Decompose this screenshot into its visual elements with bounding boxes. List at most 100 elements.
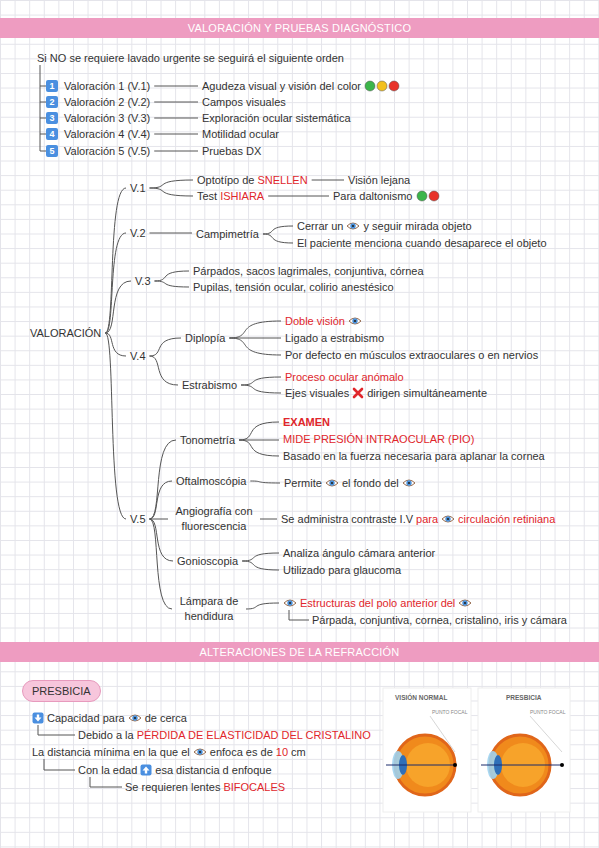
eye-illustration-normal — [383, 688, 471, 812]
eye-icon — [325, 478, 339, 488]
text-row: Proceso ocular anómalo — [285, 371, 404, 383]
note-text: y seguir mirada objeto — [363, 220, 471, 232]
branch-line — [90, 777, 122, 787]
branch-line — [105, 281, 131, 333]
note-text: Basado en la fuerza necesaria para aplan… — [283, 450, 545, 462]
text-row: Tonometría — [180, 434, 235, 446]
text-row: PUNTO FOCAL — [530, 709, 565, 715]
text-row: Capacidad parade cerca — [32, 712, 187, 724]
note-text: el fondo del — [342, 477, 399, 489]
note-text: para — [416, 513, 438, 525]
branch-line — [150, 356, 178, 385]
note-text: Con la edad — [78, 764, 137, 776]
text-row: Utilizado para glaucoma — [283, 564, 401, 576]
eye-icon — [441, 514, 455, 524]
note-text: V.4 — [130, 350, 146, 362]
node-text: VALORACIÓN Y PRUEBAS DIAGNÓSTICO — [188, 22, 411, 34]
note-text: enfoca es de — [210, 746, 273, 758]
eye-icon — [283, 598, 297, 608]
node-text: 1 — [49, 81, 54, 91]
branch-line — [263, 234, 293, 243]
text-row: Si NO se requiere lavado urgente se segu… — [37, 52, 344, 64]
branch-line — [241, 385, 281, 393]
text-row: Se requieren lentesBIFOCALES — [125, 781, 285, 793]
text-row: Valoración 3 (V.3) — [64, 112, 150, 124]
note-text: MIDE PRESIÓN INTRAOCULAR (PIO) — [283, 433, 474, 445]
text-row: Estrabismo — [182, 379, 237, 391]
text-row: Agudeza visual y visión del color — [202, 80, 400, 92]
note-text: Párpados, sacos lagrimales, conjuntiva, … — [193, 265, 424, 277]
note-text: Valoración 3 (V.3) — [64, 112, 150, 124]
text-row: Ligado a estrabismo — [285, 332, 384, 344]
note-text: Tonometría — [180, 434, 235, 446]
note-text: Exploración ocular sistemática — [202, 112, 351, 124]
text-row: MIDE PRESIÓN INTRAOCULAR (PIO) — [283, 433, 474, 445]
text-row: Pruebas DX — [202, 145, 261, 157]
text-row: Basado en la fuerza necesaria para aplan… — [283, 450, 545, 462]
branch-line — [154, 102, 198, 103]
note-text: 10 — [276, 746, 288, 758]
cross-icon — [352, 387, 364, 399]
text-row: EXAMEN — [283, 416, 330, 428]
branch-line — [105, 188, 126, 333]
note-text: BIFOCALES — [223, 781, 285, 793]
branch-line — [154, 134, 198, 135]
branch-line — [150, 188, 193, 196]
note-text: Pruebas DX — [202, 145, 261, 157]
note-text: Campos visuales — [202, 96, 286, 108]
note-text: V.3 — [135, 275, 151, 287]
number-icon: 2 — [46, 96, 58, 108]
note-text: Angiografía con fluorescencia — [172, 504, 256, 534]
up-arrow-icon — [140, 764, 152, 776]
note-text: Capacidad para — [47, 712, 125, 724]
note-text: PÉRDIDA DE ELASTICIDAD DEL CRISTALINO — [137, 729, 371, 741]
note-text: V.5 — [130, 513, 146, 525]
note-text: Se requieren lentes — [125, 781, 220, 793]
text-row: Párpados, sacos lagrimales, conjuntiva, … — [193, 265, 424, 277]
note-text: Ejes visuales — [285, 387, 349, 399]
note-text: SNELLEN — [258, 174, 308, 186]
note-text: Gonioscopia — [177, 555, 238, 567]
branch-line — [44, 759, 75, 770]
text-row: Con la edadesa distancia d enfoque — [78, 764, 272, 776]
note-text: Debido a la — [78, 729, 134, 741]
note-text: Visión lejana — [348, 174, 410, 186]
eye-icon — [346, 221, 360, 231]
text-row: Angiografía con fluorescencia — [172, 504, 256, 534]
text-row: Analiza ángulo cámara anterior — [283, 547, 435, 559]
branch-line — [105, 333, 126, 519]
text-row: Diplopía — [185, 332, 225, 344]
branch-line — [155, 281, 189, 287]
text-row: Exploración ocular sistemática — [202, 112, 351, 124]
note-text: Test — [197, 190, 217, 202]
note-text: Motilidad ocular — [202, 128, 279, 140]
branch-line — [289, 610, 309, 620]
note-text: Cerrar un — [297, 220, 343, 232]
text-row: El paciente menciona cuando desaparece e… — [297, 237, 547, 249]
text-row: Párpada, conjuntiva, cornea, cristalino,… — [312, 614, 567, 626]
note-text: Campimetría — [196, 228, 259, 240]
text-row: PUNTO FOCAL — [432, 709, 467, 715]
text-row: Ejes visualesdirigen simultáneamente — [285, 387, 487, 399]
image-caption: PRESBICIA — [506, 694, 541, 701]
note-text: Por defecto en músculos extraoculares o … — [285, 349, 538, 361]
branch-line — [150, 519, 168, 520]
note-text: Valoración 5 (V.5) — [64, 145, 150, 157]
branch-line — [150, 180, 193, 188]
note-text: Analiza ángulo cámara anterior — [283, 547, 435, 559]
note-text: Optotípo de — [197, 174, 255, 186]
branch-line — [154, 118, 198, 119]
node-text: 3 — [49, 113, 54, 123]
branch-line — [154, 151, 198, 152]
text-row: Para daltonismo — [333, 190, 440, 202]
branch-line — [229, 338, 281, 355]
note-text: VALORACIÓN — [30, 327, 101, 339]
note-text: Pupilas, tensión ocular, colirio anestés… — [193, 281, 394, 293]
eye-icon — [348, 316, 362, 326]
text-row: Pupilas, tensión ocular, colirio anestés… — [193, 281, 394, 293]
branch-line — [150, 440, 176, 519]
note-text: Diplopía — [185, 332, 225, 344]
number-icon: 1 — [46, 80, 58, 92]
text-row: PRESBICIA — [506, 694, 541, 701]
branch-line — [239, 422, 279, 440]
